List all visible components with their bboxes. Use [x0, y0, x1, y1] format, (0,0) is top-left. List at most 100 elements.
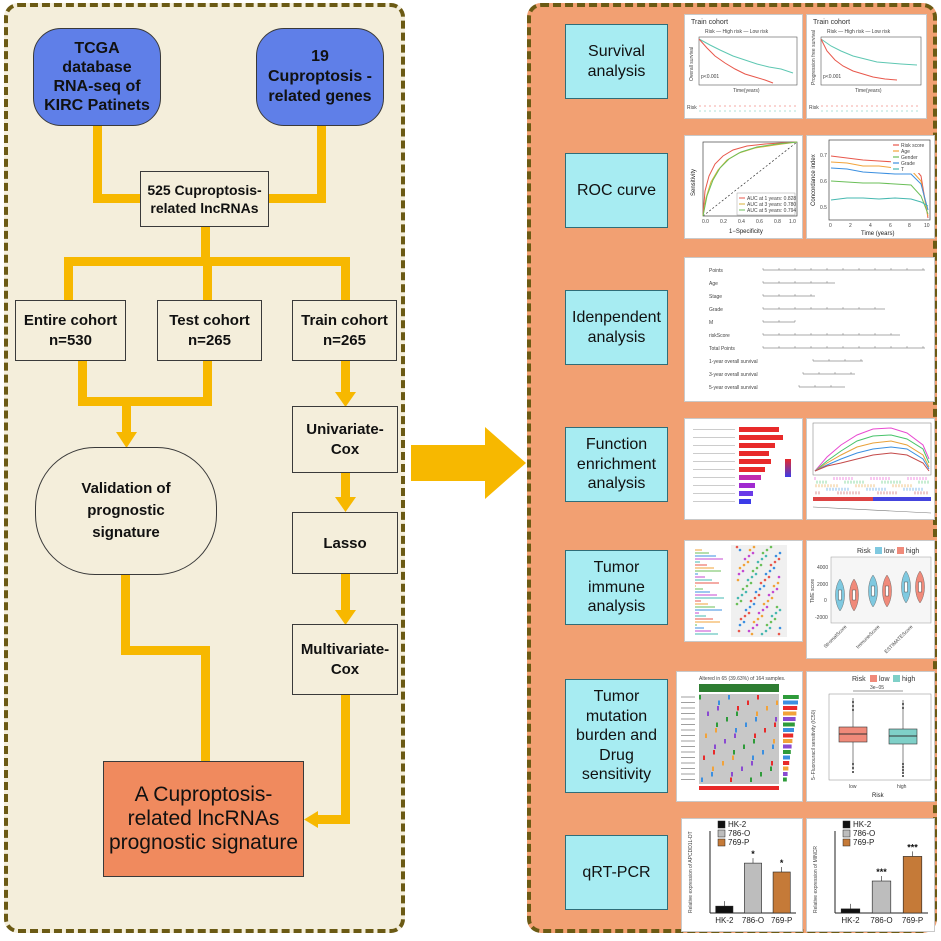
immune-dot [750, 575, 754, 579]
step-tumor-immune: Tumor immune analysis [565, 550, 668, 625]
onco-alteration [724, 739, 726, 744]
onco-side-bar [783, 700, 798, 705]
tme-violin-plot: Risk low high 4000 2000 0 -2000 TME scor… [806, 540, 935, 659]
immune-dot [738, 548, 742, 552]
onco-alteration [717, 706, 719, 711]
qpcr-legend-swatch [842, 829, 851, 838]
connector [269, 194, 326, 203]
immune-dot [746, 560, 750, 564]
immune-dot [738, 623, 742, 627]
immune-dot [775, 587, 779, 591]
onco-side-bar [783, 744, 792, 749]
onco-alteration [716, 722, 718, 727]
onco-alteration [703, 755, 705, 760]
roc-legend-1y: AUC at 1 years: 0.828 [747, 196, 796, 202]
onco-side-bar [783, 717, 796, 721]
tme-ytick: 4000 [817, 565, 828, 571]
onco-side-bar [783, 772, 788, 776]
km-legend: Risk — High risk — Low risk [705, 29, 769, 35]
outlier-point [902, 763, 904, 765]
onco-alteration [776, 700, 778, 705]
cindex-xtick: 8 [908, 223, 911, 229]
outlier-point [852, 763, 854, 765]
cindex-legend: T [901, 167, 904, 173]
km-title: Train cohort [813, 19, 850, 26]
km-xlabel: Time(years) [855, 88, 882, 94]
immune-dot [778, 608, 782, 612]
onco-alteration [699, 695, 701, 700]
onco-alteration [705, 733, 707, 738]
qpcr-category: 769-P [771, 916, 792, 925]
nomogram-row-label: Age [709, 281, 718, 287]
gsea-plot [806, 418, 935, 520]
outlier-point [902, 766, 904, 768]
connector [122, 397, 131, 432]
qpcr-category: HK-2 [841, 916, 860, 925]
connector [203, 257, 212, 301]
outlier-point [852, 705, 854, 707]
os-km-plot: Train cohort Risk — High risk — Low risk… [684, 14, 803, 119]
qpcr-significance: * [780, 858, 784, 868]
nomogram-row-label: Grade [709, 307, 723, 313]
onco-risk-bar [699, 786, 779, 790]
tme-group-label: StromalScore [823, 624, 849, 650]
roc-ylabel: Sensitivity [691, 169, 697, 196]
entire-cohort-box: Entire cohort n=530 [15, 300, 126, 361]
step-survival-analysis: Survival analysis [565, 24, 668, 99]
nomogram-row-label: 1-year overall survival [709, 359, 758, 365]
immune-dot [755, 623, 759, 627]
qpcr-bar [772, 871, 791, 914]
drug-legend-title: Risk [852, 676, 866, 683]
onco-side-bar [783, 695, 799, 699]
immune-dot [747, 554, 751, 558]
cindex-xtick: 4 [869, 223, 872, 229]
nomogram-row-label: Points [709, 268, 723, 274]
violin-box [852, 589, 856, 601]
immune-dot [736, 578, 740, 582]
go-bar [739, 443, 775, 448]
immune-dot [754, 590, 758, 594]
immune-dot [741, 569, 745, 573]
immune-dot [774, 611, 778, 615]
immune-dot [742, 620, 746, 624]
km-ylabel: Overall survival [689, 47, 695, 81]
connector [341, 573, 350, 612]
onco-alteration [731, 772, 733, 777]
go-bar [739, 475, 761, 480]
lasso-box: Lasso [292, 512, 398, 574]
immune-dot [754, 572, 758, 576]
immune-dot [744, 608, 748, 612]
immune-dot [740, 593, 744, 597]
connector [78, 397, 212, 406]
onco-alteration [760, 772, 762, 777]
tme-legend-low: low [884, 548, 895, 555]
onco-alteration [732, 755, 734, 760]
immune-dot [737, 629, 741, 633]
onco-alteration [772, 744, 774, 749]
onco-alteration [707, 711, 709, 716]
immune-dot [735, 602, 739, 606]
qpcr-legend-label: HK-2 [728, 820, 747, 829]
onco-alteration [701, 777, 703, 782]
onco-alteration [745, 722, 747, 727]
immune-dot [765, 605, 769, 609]
qpcr-legend-label: 786-O [853, 829, 875, 838]
immune-dot [772, 584, 776, 588]
onco-alteration [722, 761, 724, 766]
onco-side-bar [783, 711, 797, 716]
immune-dot [756, 560, 760, 564]
immune-dot [741, 587, 745, 591]
immune-dot [761, 608, 765, 612]
nomogram-row-label: 5-year overall survival [709, 385, 758, 391]
immune-dot [770, 614, 774, 618]
immune-dot [766, 599, 770, 603]
immune-dot [748, 548, 752, 552]
onco-alteration [755, 717, 757, 722]
connector [121, 646, 210, 655]
immune-dot [777, 557, 781, 561]
qpcr-significance: * [751, 849, 755, 859]
go-bar [739, 483, 755, 488]
onco-side-bar [783, 777, 787, 782]
qpcr-category: HK-2 [715, 916, 734, 925]
step-tmb-drug: Tumor mutation burden and Drug sensitivi… [565, 679, 668, 793]
